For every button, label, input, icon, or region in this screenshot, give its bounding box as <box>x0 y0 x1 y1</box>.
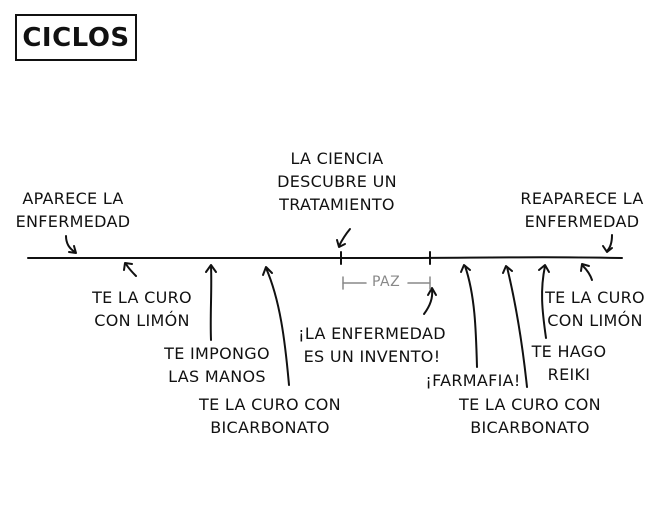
label-invented: ¡LA ENFERMEDAD ES UN INVENTO! <box>298 324 446 366</box>
label-reiki: TE HAGO REIKI <box>531 342 607 384</box>
label-science: LA CIENCIA DESCUBRE UN TRATAMIENTO <box>277 149 397 214</box>
label-lemon-left: TE LA CURO CON LIMÓN <box>92 288 192 330</box>
arrow-bicarb-right <box>506 266 528 388</box>
arrow-science <box>338 228 351 247</box>
arrow-lemon-left <box>125 263 137 277</box>
label-appears: APARECE LA ENFERMEDAD <box>15 189 131 231</box>
arrow-lemon-right <box>582 265 593 281</box>
comic-title: CICLOS <box>22 23 130 53</box>
paz-label: PAZ <box>372 274 401 290</box>
arrow-appears <box>65 235 76 253</box>
label-bicarb-left: TE LA CURO CON BICARBONATO <box>199 395 341 437</box>
arrow-farmafia <box>464 265 478 368</box>
arrow-bicarb-left <box>265 267 290 386</box>
timeline-line <box>27 256 623 260</box>
label-bicarb-right: TE LA CURO CON BICARBONATO <box>459 395 601 437</box>
arrow-reiki <box>541 265 547 339</box>
label-lemon-right: TE LA CURO CON LIMÓN <box>545 288 645 330</box>
arrow-invented <box>423 289 434 315</box>
title-box: CICLOS <box>15 14 137 61</box>
label-farmafia: ¡FARMAFIA! <box>425 371 521 390</box>
paz-bracket <box>342 276 431 290</box>
arrow-hands <box>209 265 213 341</box>
label-hands: TE IMPONGO LAS MANOS <box>164 344 270 386</box>
label-reappears: REAPARECE LA ENFERMEDAD <box>520 189 644 231</box>
